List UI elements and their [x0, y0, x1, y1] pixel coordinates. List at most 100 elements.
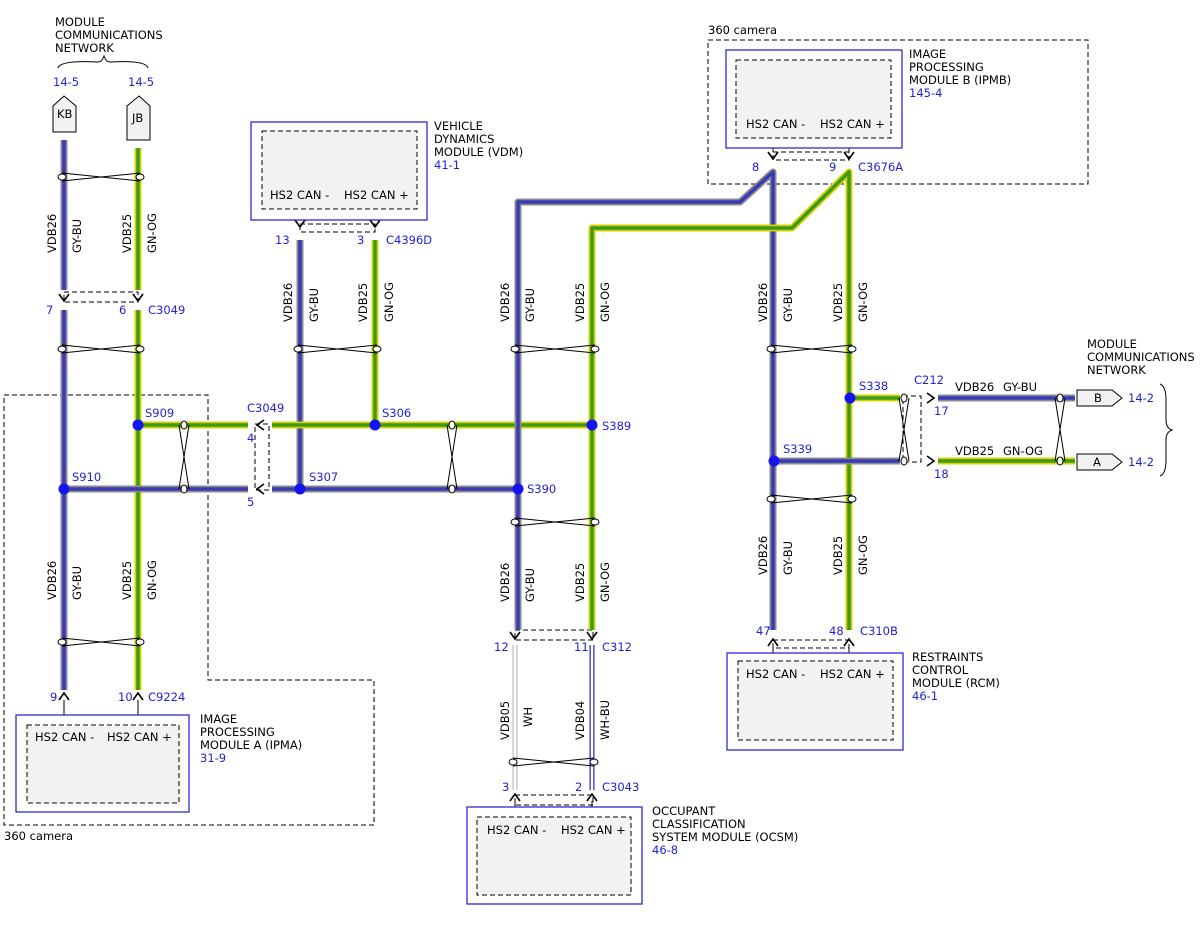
- twist-ipmb: [766, 344, 857, 354]
- ocsm-name-line1: OCCUPANT: [652, 804, 716, 818]
- splice-s910-label[interactable]: S910: [72, 470, 101, 484]
- brace-right: [1159, 383, 1174, 477]
- arrow-pin-9-ipmb: [843, 151, 855, 161]
- ipmb-name-line1: IMAGE: [909, 47, 946, 61]
- arrow-pin-9-ipma: [58, 691, 70, 701]
- ocsm-module[interactable]: HS2 CAN - HS2 CAN + OCCUPANT CLASSIFICAT…: [466, 804, 798, 905]
- circuit-vdb26-4: VDB26: [756, 283, 770, 322]
- terminal-kb[interactable]: KB: [52, 95, 77, 133]
- pin-9-ipmb: 9: [829, 160, 836, 174]
- ipma-pin-plus-label: HS2 CAN +: [107, 730, 172, 744]
- circuit-vdb25-6: VDB25: [573, 563, 587, 602]
- terminal-a[interactable]: A 14-2: [1076, 453, 1154, 471]
- ipmb-pin-minus-label: HS2 CAN -: [746, 117, 805, 131]
- twist-rcm: [766, 494, 857, 504]
- connector-c4396d[interactable]: C4396D: [386, 233, 432, 247]
- splice-s909-label[interactable]: S909: [145, 406, 174, 420]
- kb-ref[interactable]: 14-5: [53, 75, 79, 89]
- connector-c9224[interactable]: C9224: [148, 690, 185, 704]
- mcn-right-line1: MODULE: [1087, 337, 1137, 351]
- arrow-pin-17: [926, 392, 936, 404]
- connector-c3676a[interactable]: C3676A: [858, 160, 903, 174]
- arrow-pin-6: [132, 293, 144, 303]
- splice-s909-dot: [132, 419, 144, 431]
- splice-s339-dot: [768, 455, 780, 467]
- arrow-pin-2: [586, 792, 598, 802]
- splice-s307-dot: [294, 483, 306, 495]
- circuit-vdb26-2: VDB26: [281, 283, 295, 322]
- arrow-pin-4: [255, 419, 265, 431]
- ocsm-pin-minus-label: HS2 CAN -: [487, 823, 546, 837]
- rcm-module[interactable]: HS2 CAN - HS2 CAN + RESTRAINTS CONTROL M…: [726, 650, 1000, 751]
- b-ref[interactable]: 14-2: [1128, 391, 1154, 405]
- arrow-pin-13: [294, 219, 306, 229]
- mcn-right-line3: NETWORK: [1087, 363, 1146, 377]
- connector-c212[interactable]: C212: [914, 373, 944, 387]
- jb-ref[interactable]: 14-5: [128, 75, 154, 89]
- rcm-pin-plus-label: HS2 CAN +: [820, 667, 885, 681]
- connector-c310b[interactable]: C310B: [860, 624, 898, 638]
- terminal-jb[interactable]: JB: [126, 95, 151, 141]
- twist-ipma: [57, 637, 145, 647]
- splice-s389-dot: [586, 419, 598, 431]
- arrow-pin-3-ocsm: [509, 792, 521, 802]
- pin-2: 2: [575, 780, 582, 794]
- circuit-gnog-1: GN-OG: [145, 213, 159, 253]
- arrow-pin-3-vdm: [369, 219, 381, 229]
- connector-labels: C3049 C4396D C3676A C3049 C212 C9224 C31…: [148, 160, 944, 794]
- terminal-b[interactable]: B 14-2: [1076, 389, 1154, 407]
- ipma-ref[interactable]: 31-9: [200, 751, 226, 765]
- pin-10: 10: [118, 690, 133, 704]
- rcm-ref[interactable]: 46-1: [912, 689, 938, 703]
- connector-c3049-top[interactable]: C3049: [148, 303, 185, 317]
- splice-s390-label[interactable]: S390: [527, 482, 556, 496]
- splice-s338-label[interactable]: S338: [859, 379, 888, 393]
- circuit-gnog-7: GN-OG: [856, 535, 870, 575]
- circuit-gybu-1: GY-BU: [70, 219, 84, 253]
- vdm-name-line1: VEHICLE: [434, 119, 483, 133]
- ipma-name-line1: IMAGE: [200, 712, 237, 726]
- connector-c312[interactable]: C312: [602, 640, 632, 654]
- twist-s389-upper: [510, 344, 600, 354]
- ocsm-ref[interactable]: 46-8: [652, 843, 678, 857]
- circuit-vdb05: VDB05: [498, 701, 512, 740]
- vdm-ref[interactable]: 41-1: [434, 158, 460, 172]
- mcn-top-line3: NETWORK: [55, 41, 114, 55]
- circuit-vdb26-7: VDB26: [756, 536, 770, 575]
- pin-47: 47: [756, 624, 771, 638]
- circuit-gnog-5: GN-OG: [145, 560, 159, 600]
- vdm-module[interactable]: HS2 CAN - HS2 CAN + VEHICLE DYNAMICS MOD…: [250, 119, 523, 221]
- connector-c3049-mid[interactable]: C3049: [247, 401, 284, 415]
- splice-s307-label[interactable]: S307: [309, 470, 338, 484]
- circuit-vdb26-5: VDB26: [45, 561, 59, 600]
- connector-c3043[interactable]: C3043: [602, 780, 639, 794]
- arrow-pin-11: [586, 631, 598, 641]
- splice-s389-label[interactable]: S389: [602, 419, 631, 433]
- arrow-pin-47: [767, 637, 779, 647]
- twist-c212-right: [1054, 393, 1066, 466]
- circuit-gybu-7: GY-BU: [781, 541, 795, 575]
- pin-arrows: [58, 151, 936, 802]
- splice-s339-label[interactable]: S339: [783, 442, 812, 456]
- ocsm-name-line2: CLASSIFICATION: [652, 817, 746, 831]
- twist-top-left-1: [57, 172, 145, 182]
- pin-6: 6: [119, 303, 126, 317]
- circuit-gnog-2: GN-OG: [382, 282, 396, 322]
- b-label: B: [1094, 391, 1102, 405]
- ipmb-module[interactable]: HS2 CAN - HS2 CAN + IMAGE PROCESSING MOD…: [725, 47, 1011, 149]
- a-ref[interactable]: 14-2: [1128, 455, 1154, 469]
- circuit-wh: WH: [521, 707, 535, 727]
- circuit-vdb26-1: VDB26: [45, 214, 59, 253]
- ipma-module[interactable]: HS2 CAN - HS2 CAN + IMAGE PROCESSING MOD…: [15, 712, 302, 813]
- splice-s306-label[interactable]: S306: [382, 406, 411, 420]
- vdm-name-line2: DYNAMICS: [434, 132, 494, 146]
- brace-top: [57, 54, 149, 69]
- ipma-pin-minus-label: HS2 CAN -: [35, 730, 94, 744]
- mcn-right-line2: COMMUNICATIONS: [1087, 350, 1195, 364]
- camera-label-bottom: 360 camera: [4, 829, 73, 843]
- circuit-vdb25-1: VDB25: [120, 214, 134, 253]
- ipmb-pin-plus-label: HS2 CAN +: [820, 117, 885, 131]
- vdm-pin-plus-label: HS2 CAN +: [344, 188, 409, 202]
- ipmb-ref[interactable]: 145-4: [909, 86, 942, 100]
